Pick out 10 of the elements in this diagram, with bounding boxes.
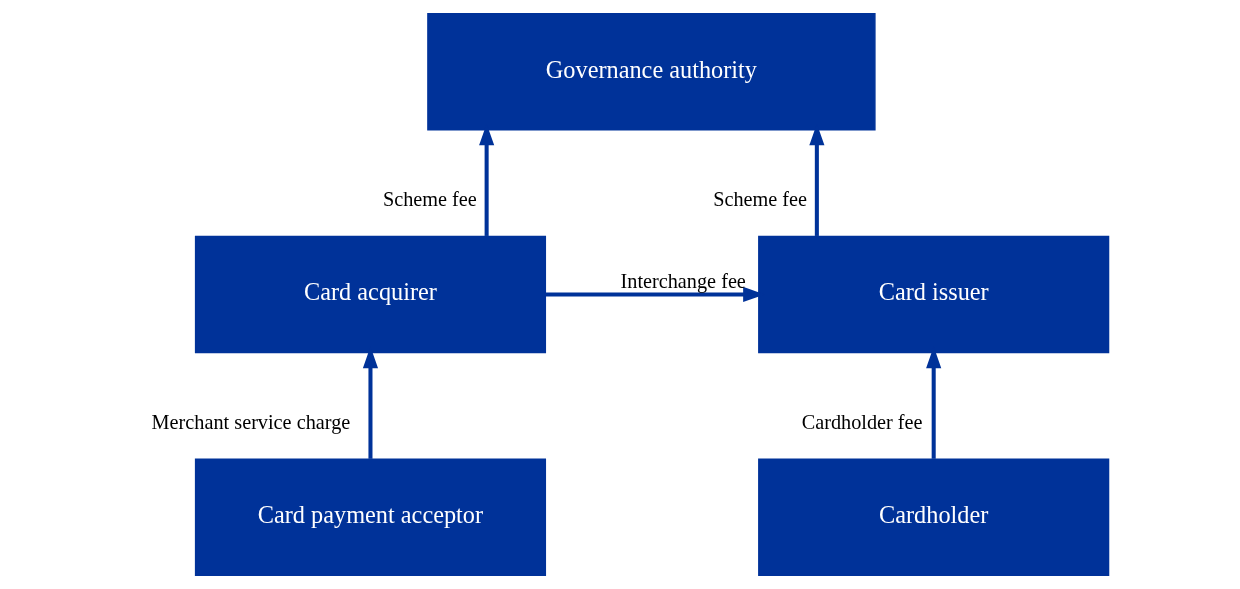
- edge-label: Cardholder fee: [801, 410, 923, 433]
- node-box: Cardholder: [758, 458, 1110, 577]
- node-box: Card payment acceptor: [194, 458, 547, 577]
- edge-label: Scheme fee: [713, 187, 808, 210]
- node-box: Governance authority: [427, 12, 876, 131]
- edge-label: Interchange fee: [620, 269, 746, 292]
- edge-label: Merchant service charge: [151, 410, 351, 433]
- edge-label: Scheme fee: [382, 187, 477, 210]
- node-box: Card acquirer: [194, 235, 547, 354]
- node-box: Card issuer: [758, 235, 1110, 354]
